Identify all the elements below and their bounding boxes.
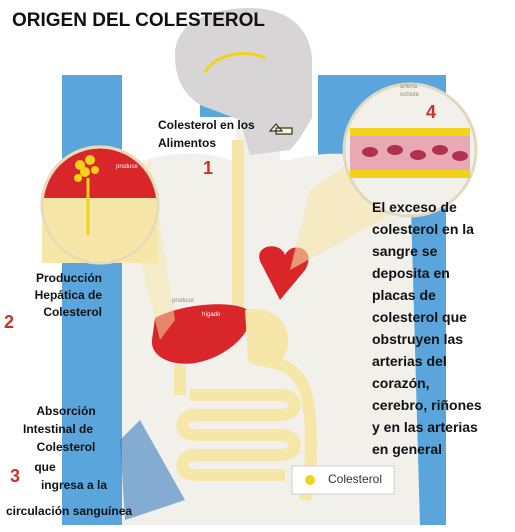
legend-dot: [305, 475, 315, 485]
number-1: 1: [203, 158, 214, 178]
label-liver: Producción Hepática de Colesterol: [34, 271, 102, 319]
diagram-title: ORIGEN DEL COLESTEROL: [12, 10, 266, 31]
blood-cells: [362, 145, 468, 161]
label-higado: hígado: [202, 312, 221, 318]
number-2: 2: [4, 312, 15, 332]
label-intestine-1: Absorción: [36, 404, 96, 418]
label-arteries: El exceso de colesterol en la sangre se …: [372, 199, 482, 457]
label-intestine-5: ingresa a la: [40, 478, 108, 492]
head: [175, 8, 312, 155]
brain-vessel: [203, 51, 266, 73]
label-produce-top: produce: [116, 164, 138, 170]
label-food: Colesterol en los Alimentos: [158, 118, 255, 150]
label-intestine-3: Colesterol: [36, 440, 96, 454]
arrow-left-icon: [268, 123, 293, 135]
liver-organ: [151, 304, 251, 364]
label-intestine-6: circulación sanguínea: [6, 504, 133, 518]
intestines: [174, 354, 317, 501]
plaque-band-top: [350, 128, 470, 136]
label-arteria-2: ochiste: [400, 92, 420, 98]
legend-label: Colesterol: [328, 472, 383, 486]
number-3: 3: [10, 466, 21, 486]
label-intestine-4: que: [34, 460, 56, 474]
liver-zoom-lower: [42, 198, 158, 263]
label-intestine-2: Intestinal de: [22, 422, 93, 436]
cholesterol-dots-liver: [74, 155, 99, 182]
label-arteria: arteria: [400, 84, 418, 90]
plaque-band-bottom: [350, 170, 470, 178]
label-produce-mid: produce: [172, 298, 194, 304]
intestine-wall: [120, 420, 185, 520]
number-4: 4: [426, 102, 437, 122]
stomach: [245, 309, 289, 367]
